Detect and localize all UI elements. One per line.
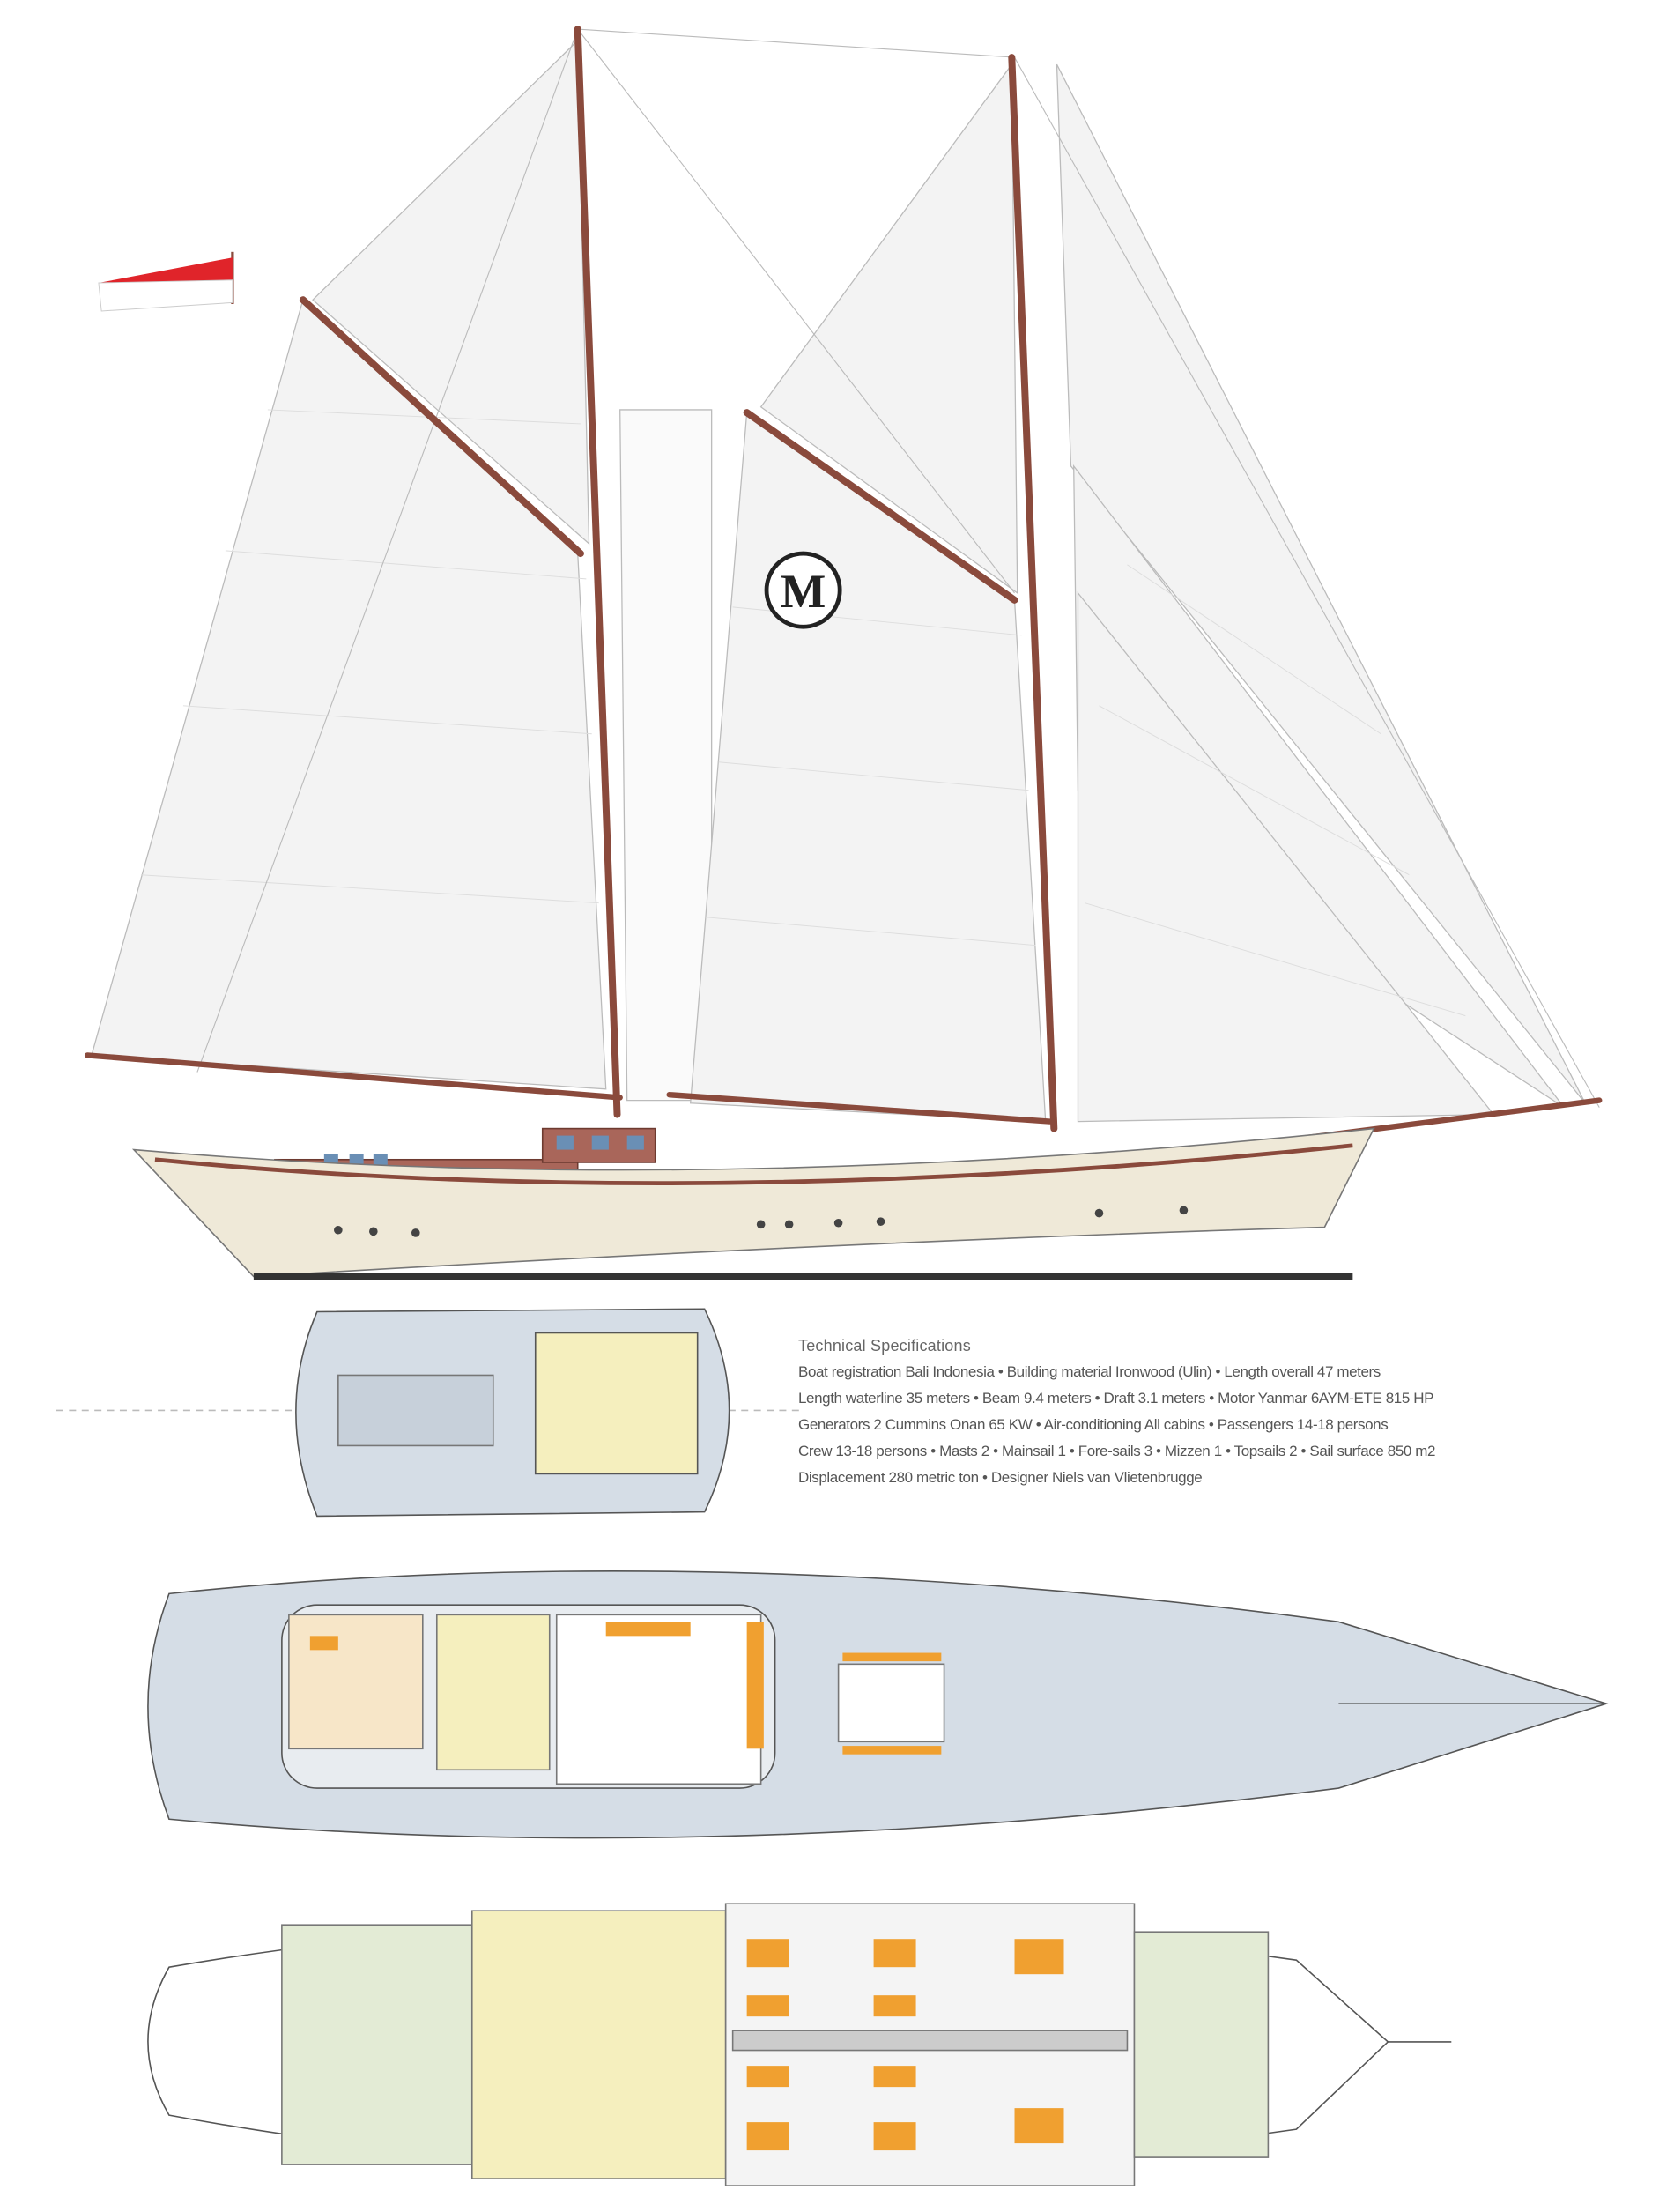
jib-outer — [1056, 63, 1586, 1104]
spec-line: Generators 2 Cummins Onan 65 KW • Air-co… — [798, 1416, 1389, 1433]
specs-title: Technical Specifications — [798, 1337, 971, 1355]
spec-line: Boat registration Bali Indonesia • Build… — [798, 1363, 1381, 1380]
technical-specifications: Technical Specifications Boat registrati… — [798, 1332, 1644, 1491]
main-deck-plan — [147, 1570, 1609, 1839]
spec-line: Length waterline 35 meters • Beam 9.4 me… — [798, 1390, 1434, 1407]
lower-deck-plan — [147, 1903, 1452, 2186]
sail-seams — [140, 409, 1466, 1017]
mizzen-topsail — [312, 39, 590, 546]
sails — [91, 39, 1586, 1123]
fore-topsail — [759, 63, 1018, 595]
svg-text:M: M — [781, 565, 826, 618]
spec-line: Crew 13-18 persons • Masts 2 • Mainsail … — [798, 1443, 1436, 1459]
rigging — [196, 28, 1600, 1108]
mast-banner — [619, 409, 713, 1102]
flag — [98, 251, 234, 312]
spec-line: Displacement 280 metric ton • Designer N… — [798, 1469, 1203, 1486]
hull — [131, 1127, 1375, 1280]
upper-deck-plan — [295, 1308, 730, 1518]
staysail — [1077, 591, 1495, 1123]
logo-m: M — [764, 551, 842, 629]
